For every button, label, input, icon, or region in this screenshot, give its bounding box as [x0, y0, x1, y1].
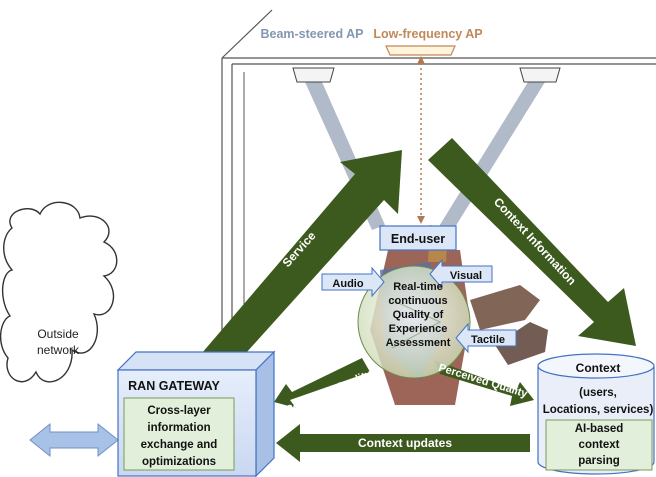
cross-layer-line-4: optimizations: [142, 456, 216, 468]
context-information-arrow: [428, 138, 636, 346]
cross-layer-line-2: information: [147, 422, 210, 434]
audio-input-arrow: [321, 266, 385, 298]
context-information-label: Context Information: [491, 195, 579, 288]
low-frequency-link-arrow-bottom: [417, 216, 425, 224]
context-details-line-2: Locations, services): [543, 404, 654, 416]
audio-label: Audio: [332, 278, 363, 290]
cross-layer-line-3: exchange and: [141, 439, 218, 451]
context-details-line-1: (users,: [579, 387, 617, 399]
outside-network-label: Outside network: [37, 327, 80, 357]
qoe-line-2: continuous: [388, 295, 447, 307]
end-user-label: End-user: [391, 232, 445, 246]
context-updates-label: Context updates: [358, 436, 452, 450]
qoe-inner-chevron: [391, 299, 442, 349]
ai-parsing-line-3: parsing: [578, 455, 620, 467]
qoe-assessment-label: Real-time continuous Quality of Experien…: [386, 281, 451, 349]
qoe-line-4: Experience: [389, 323, 448, 335]
cross-layer-label: Cross-layer information exchange and opt…: [141, 405, 218, 468]
visual-label: Visual: [450, 270, 482, 282]
visual-input-arrow: [429, 258, 493, 290]
tactile-input-arrow: [455, 322, 517, 354]
perceived-quality-left-arrow: [274, 358, 370, 408]
cross-layer-line-1: Cross-layer: [147, 405, 211, 417]
beam-steered-ap-right-device: [519, 67, 561, 83]
context-database: [537, 353, 655, 475]
qoe-line-5: Assessment: [386, 337, 451, 349]
end-user-box: [379, 225, 457, 251]
qoe-line-1: Real-time: [393, 281, 443, 293]
ai-parsing-label: AI-based context parsing: [575, 423, 624, 467]
beam-steered-ap-left-device: [292, 67, 335, 83]
perceived-quality-right-arrow: [434, 360, 534, 406]
outside-network-cloud: [0, 201, 118, 383]
qoe-line-3: Quality of: [393, 309, 444, 321]
low-frequency-link-arrow-top: [417, 56, 425, 64]
service-arrow: [196, 150, 402, 384]
low-frequency-ap-device: [385, 45, 456, 56]
outside-network-link-arrow: [29, 422, 119, 458]
outside-network-line-2: network: [37, 343, 80, 357]
ran-gateway-title: RAN GATEWAY: [128, 379, 220, 393]
context-details-label: (users, Locations, services): [543, 387, 654, 416]
ai-parsing-line-2: context: [579, 439, 620, 451]
beam-steered-ap-label: Beam-steered AP: [260, 27, 363, 41]
ran-gateway-box: [116, 350, 276, 477]
qoe-assessment-circle: [357, 265, 471, 379]
ai-parsing-line-1: AI-based: [575, 423, 624, 435]
context-updates-arrow: [276, 424, 530, 462]
low-frequency-ap-label: Low-frequency AP: [373, 27, 482, 41]
context-title: Context: [576, 361, 621, 375]
outside-network-line-1: Outside: [37, 327, 79, 341]
tactile-label: Tactile: [471, 334, 505, 346]
